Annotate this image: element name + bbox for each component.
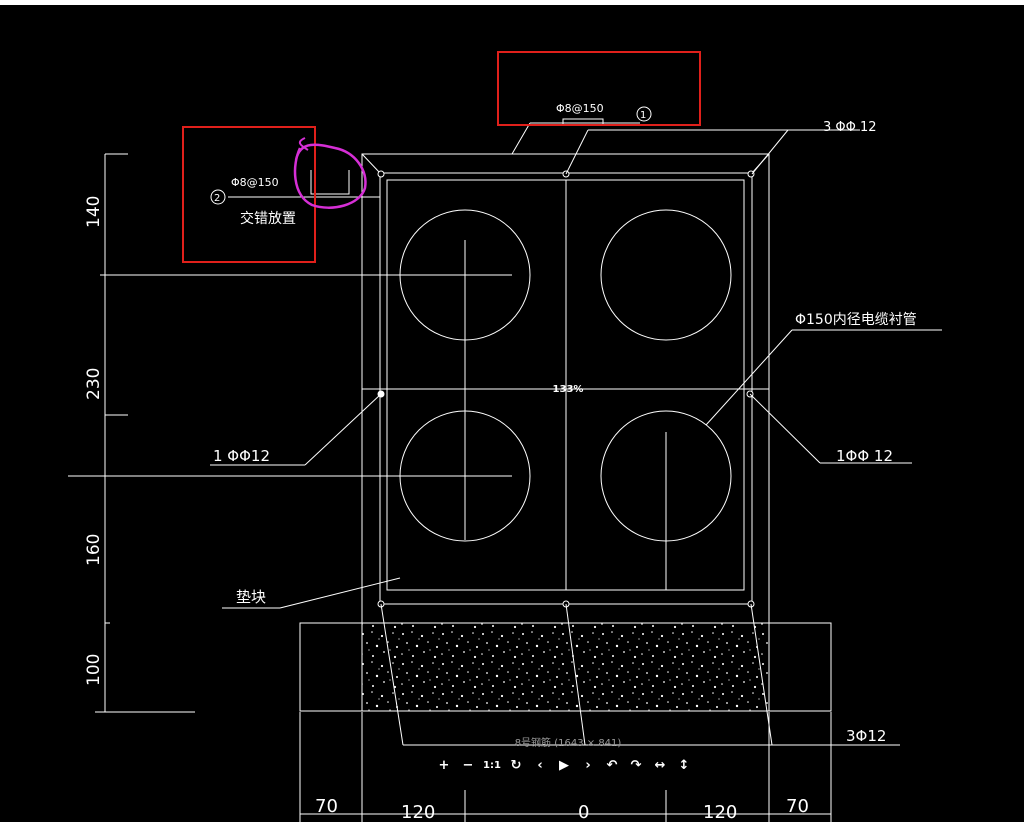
dim-center: 0 <box>578 802 589 822</box>
actual-size-button[interactable]: 1:1 <box>483 760 501 771</box>
conduit-label: Φ150内径电缆衬管 <box>795 312 917 328</box>
flip-vertical-button[interactable]: ↕ <box>678 758 690 773</box>
zoom-in-button[interactable]: + <box>438 758 450 773</box>
dim-160: 160 <box>84 534 104 566</box>
dim-70-right: 70 <box>786 796 809 817</box>
dim-230: 230 <box>84 368 104 400</box>
dim-120-right: 120 <box>703 802 737 822</box>
dim-100: 100 <box>84 654 104 686</box>
previous-button[interactable]: ‹ <box>537 758 543 773</box>
right-rebar-label: 1ΦΦ 12 <box>836 447 893 465</box>
dim-140: 140 <box>84 196 104 228</box>
mark-2: 2 <box>214 193 220 204</box>
gravel-fill <box>361 622 770 712</box>
bottom-rebar-label: 3Φ12 <box>846 727 886 745</box>
dim-70-left: 70 <box>315 796 338 817</box>
zoom-out-button[interactable]: − <box>462 758 474 773</box>
dim-120-left: 120 <box>401 802 435 822</box>
flip-horizontal-button[interactable]: ↔ <box>654 758 666 773</box>
viewer-top-edge <box>0 0 1024 5</box>
zoom-indicator: 133% <box>552 384 584 395</box>
viewer-toolbar: + − 1:1 ↻ ‹ ▶ › ↶ ↷ ↔ ↕ <box>432 755 696 777</box>
block-label: 垫块 <box>236 588 266 606</box>
rotate-button[interactable]: ↻ <box>510 758 522 773</box>
top-stirrup-label: Φ8@150 <box>556 102 604 115</box>
next-button[interactable]: › <box>585 758 591 773</box>
highlight-box-left <box>182 126 316 263</box>
annotation-circle <box>293 143 367 209</box>
undo-button[interactable]: ↶ <box>606 758 618 773</box>
highlight-box-top <box>497 51 701 126</box>
staggered-label: 交错放置 <box>240 210 296 227</box>
play-button[interactable]: ▶ <box>559 758 569 773</box>
image-info: 8号钢筋 (1643 × 841) <box>514 738 622 749</box>
left-stirrup-label: Φ8@150 <box>231 176 279 189</box>
left-rebar-label: 1 ΦΦ12 <box>213 447 270 465</box>
redo-button[interactable]: ↷ <box>630 758 642 773</box>
top-rebar-label: 3 ΦΦ 12 <box>823 120 877 135</box>
mark-1: 1 <box>640 110 646 121</box>
conduit-circle <box>600 209 732 341</box>
